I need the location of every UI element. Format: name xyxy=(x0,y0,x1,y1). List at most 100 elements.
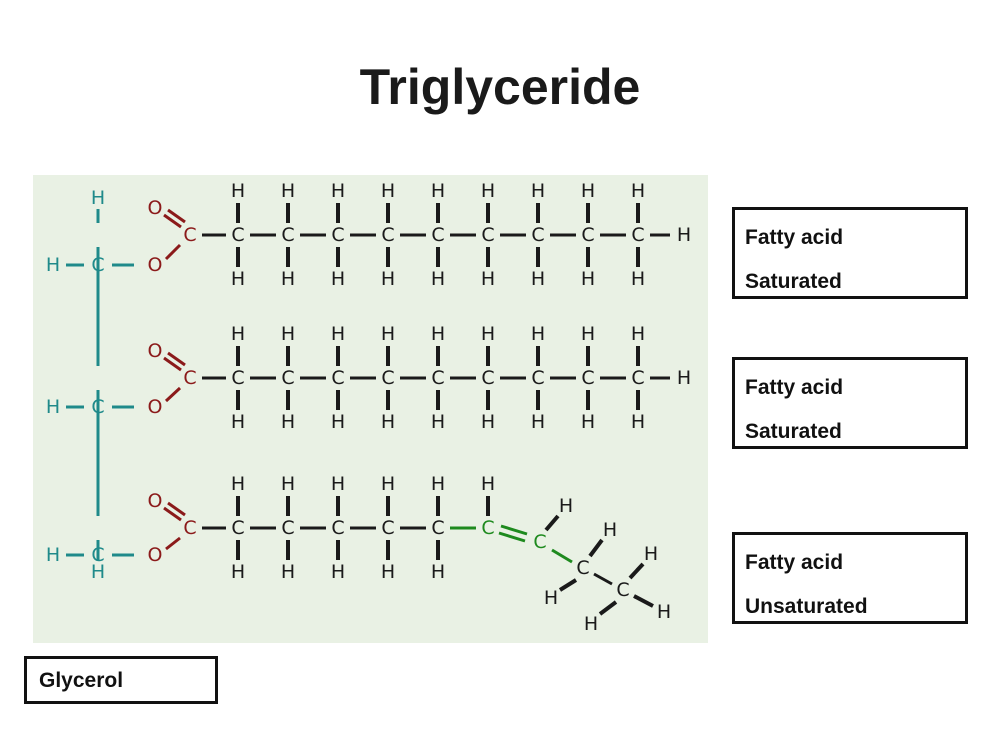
chain-hydrogen: H xyxy=(581,411,595,433)
carbonyl-carbon: C xyxy=(183,517,196,539)
fatty-acid-1-type: Saturated xyxy=(745,270,842,293)
alkene-carbon: C xyxy=(481,517,494,539)
chain-bond xyxy=(588,538,604,558)
chain-hydrogen: H xyxy=(381,180,395,202)
glycerol-carbon: C xyxy=(91,544,104,566)
chain-bond xyxy=(598,600,618,616)
chain-hydrogen: H xyxy=(531,323,545,345)
chain-hydrogen: H xyxy=(331,180,345,202)
chain-hydrogen: H xyxy=(544,587,558,609)
chain-hydrogen: H xyxy=(581,180,595,202)
chain-hydrogen: H xyxy=(281,411,295,433)
chain-carbon: C xyxy=(331,224,344,246)
chain-bond xyxy=(633,594,654,608)
chain-carbon: C xyxy=(631,224,644,246)
fatty-acid-3-type: Unsaturated xyxy=(745,595,868,618)
chain-hydrogen: H xyxy=(531,268,545,290)
chain-hydrogen: H xyxy=(603,519,617,541)
chain-carbon: C xyxy=(481,367,494,389)
fatty-acid-3-title: Fatty acid xyxy=(745,551,844,574)
glycerol-carbon: C xyxy=(91,396,104,418)
chain-carbon: C xyxy=(531,367,544,389)
glycerol-hydrogen: H xyxy=(91,187,105,209)
chain-carbon: C xyxy=(431,517,444,539)
chain-hydrogen: H xyxy=(381,411,395,433)
chain-hydrogen: H xyxy=(381,561,395,583)
carbonyl-double-bond xyxy=(167,208,186,224)
chain-carbon: C xyxy=(231,224,244,246)
carbonyl-double-bond xyxy=(163,213,182,229)
glycerol-carbon: C xyxy=(91,254,104,276)
glycerol-hydrogen: H xyxy=(46,544,60,566)
chain-hydrogen: H xyxy=(231,323,245,345)
chain-carbon: C xyxy=(381,367,394,389)
glycerol-hydrogen: H xyxy=(46,254,60,276)
chain-hydrogen: H xyxy=(381,268,395,290)
chain-carbon: C xyxy=(631,367,644,389)
chain-bond xyxy=(551,548,573,564)
fatty-acid-2-type: Saturated xyxy=(745,420,842,443)
fatty-acid-2-title: Fatty acid xyxy=(745,376,844,399)
chain-carbon: C xyxy=(531,224,544,246)
chain-hydrogen: H xyxy=(281,561,295,583)
chain-hydrogen: H xyxy=(481,180,495,202)
glycerol-hydrogen: H xyxy=(46,396,60,418)
ester-oxygen: O xyxy=(148,544,163,566)
chain-hydrogen: H xyxy=(481,268,495,290)
fatty-acid-3-label: Fatty acid Unsaturated xyxy=(732,532,968,624)
chain-hydrogen: H xyxy=(231,411,245,433)
chain-carbon: C xyxy=(616,579,629,601)
chain-hydrogen: H xyxy=(531,180,545,202)
chain-hydrogen: H xyxy=(657,601,671,623)
chain-carbon: C xyxy=(581,367,594,389)
carbonyl-double-bond xyxy=(163,356,182,372)
chain-hydrogen: H xyxy=(481,323,495,345)
carbonyl-oxygen: O xyxy=(148,197,163,219)
fatty-acid-2-label: Fatty acid Saturated xyxy=(732,357,968,449)
chain-hydrogen: H xyxy=(581,323,595,345)
chain-hydrogen: H xyxy=(431,180,445,202)
carbonyl-carbon: C xyxy=(183,367,196,389)
glycerol-text: Glycerol xyxy=(39,669,124,692)
chain-hydrogen: H xyxy=(431,268,445,290)
chain-hydrogen: H xyxy=(631,323,645,345)
chain-hydrogen: H xyxy=(281,323,295,345)
chain-carbon: C xyxy=(581,224,594,246)
chain-hydrogen: H xyxy=(231,561,245,583)
ester-oxygen: O xyxy=(148,254,163,276)
carbonyl-double-bond xyxy=(167,501,186,517)
chain-hydrogen: H xyxy=(631,268,645,290)
chain-hydrogen: H xyxy=(281,180,295,202)
chain-bond xyxy=(593,572,613,586)
page-title: Triglyceride xyxy=(359,59,641,115)
chain-hydrogen: H xyxy=(431,561,445,583)
chain-hydrogen: H xyxy=(481,411,495,433)
fatty-acid-1-title: Fatty acid xyxy=(745,226,844,249)
chain-hydrogen: H xyxy=(331,411,345,433)
chain-carbon: C xyxy=(331,517,344,539)
chain-hydrogen: H xyxy=(231,473,245,495)
chain-bond xyxy=(544,514,560,532)
fatty-acid-1-label: Fatty acid Saturated xyxy=(732,207,968,299)
chain-carbon: C xyxy=(381,517,394,539)
chain-hydrogen: H xyxy=(231,268,245,290)
chain-carbon: C xyxy=(381,224,394,246)
chain-carbon: C xyxy=(431,224,444,246)
ester-oxygen: O xyxy=(148,396,163,418)
chain-hydrogen: H xyxy=(331,561,345,583)
chain-hydrogen: H xyxy=(481,473,495,495)
chain-hydrogen: H xyxy=(331,323,345,345)
chain-hydrogen: H xyxy=(381,473,395,495)
alkene-double-bond xyxy=(500,524,528,536)
chain-hydrogen: H xyxy=(581,268,595,290)
ester-bond xyxy=(164,386,182,403)
chain-carbon: C xyxy=(231,367,244,389)
chain-hydrogen: H xyxy=(431,473,445,495)
chain-bond xyxy=(558,578,578,592)
ester-bond xyxy=(164,243,182,261)
glycerol-hydrogen: H xyxy=(91,561,105,583)
alkene-double-bond xyxy=(498,531,526,543)
chain-bond xyxy=(628,562,645,580)
